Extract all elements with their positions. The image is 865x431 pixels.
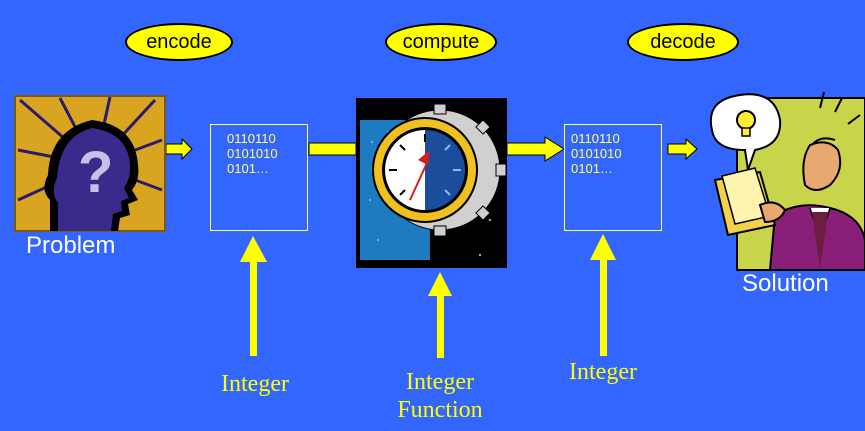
encode-step-label: encode	[125, 23, 233, 61]
binary-box-input: 0110110 0101010 0101…	[210, 124, 308, 231]
binary-line: 0110110	[227, 131, 276, 146]
binary-box-output: 0110110 0101010 0101…	[564, 124, 662, 231]
solution-person-folder-icon	[709, 91, 865, 271]
problem-head-question-icon: ?	[14, 95, 166, 232]
binary-line: 0101…	[571, 161, 613, 176]
arrow-binary-to-solution	[667, 137, 698, 161]
integer-label-left: Integer	[221, 371, 289, 397]
problem-label: Problem	[26, 232, 116, 259]
compute-step-label: compute	[385, 23, 497, 61]
integer-function-label: Integer Function	[380, 368, 500, 424]
arrow-compute-to-binary	[506, 136, 565, 162]
arrow-integer-left	[240, 236, 267, 356]
binary-line: 0110110	[571, 131, 620, 146]
lightbulb-icon	[709, 93, 782, 171]
binary-line: 0101…	[227, 161, 269, 176]
integer-function-line2: Function	[397, 397, 483, 423]
binary-line: 0101010	[571, 146, 622, 161]
svg-text:?: ?	[78, 140, 113, 205]
connector-binary-to-compute	[308, 142, 357, 156]
integer-function-line1: Integer	[406, 369, 474, 395]
decode-step-label: decode	[627, 23, 739, 61]
arrow-problem-to-binary	[165, 137, 193, 161]
binary-line: 0101010	[227, 146, 278, 161]
compute-dial-gear-icon	[356, 98, 507, 268]
arrow-integer-right	[590, 234, 616, 356]
solution-label: Solution	[742, 270, 829, 297]
integer-label-right: Integer	[569, 359, 637, 385]
arrow-integer-function	[428, 272, 452, 358]
